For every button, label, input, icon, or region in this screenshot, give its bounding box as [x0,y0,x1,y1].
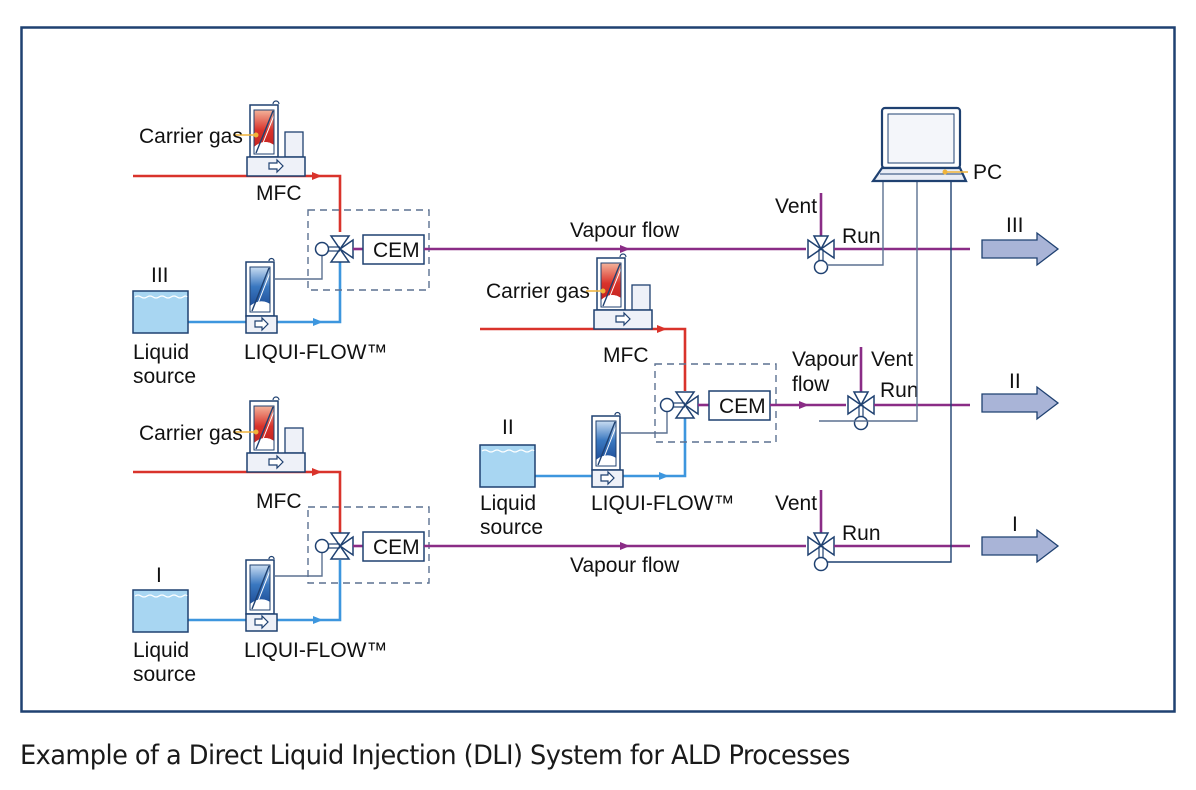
liquid-line [188,560,342,622]
channel-roman-label: III [151,264,169,287]
liquid-line [535,418,687,478]
control-signal-line [275,254,323,280]
vapour-flow-label: flow [792,373,830,396]
liquid-source-label: source [133,663,196,686]
pc: PC [870,106,1002,184]
liquid-tank-icon [132,290,189,334]
carrier-gas-label: Carrier gas [486,280,590,303]
pointer-dot [600,288,606,294]
liqui-flow-icon [245,555,278,632]
channel-iii: Carrier gas MFC III Liquid source LIQUI-… [132,100,1059,388]
vapour-flow-label: Vapour [792,348,858,371]
flow-arrow-icon [313,616,323,624]
flow-arrow-icon [312,172,322,180]
carrier-gas-label: Carrier gas [139,125,243,148]
mfc-label: MFC [603,344,649,367]
cem-box [362,234,425,265]
output-label: III [1006,214,1024,237]
vapour-flow-label: Vapour flow [570,219,680,242]
run-label: Run [842,522,881,545]
cem-box [708,390,771,421]
liquid-source-label: Liquid [133,341,189,364]
liquid-source-label: Liquid [480,492,536,515]
liqui-flow-label: LIQUI-FLOW™ [591,492,735,515]
liqui-flow-icon [245,257,278,334]
cem-label: CEM [373,239,420,262]
cem-enclosure [654,363,777,443]
vent-label: Vent [775,492,817,515]
liquid-source-label: Liquid [133,639,189,662]
diagram-frame [20,26,1176,713]
vent-label: Vent [871,348,913,371]
liqui-flow-icon [591,411,624,488]
liquid-tank-icon [479,444,536,488]
control-signal-line [621,411,668,434]
control-signal-line [275,553,323,577]
output-label: II [1009,370,1021,393]
liquid-source-label: source [133,365,196,388]
liquid-source-label: source [480,516,543,539]
flow-arrow-icon [313,318,323,326]
figure-caption: Example of a Direct Liquid Injection (DL… [20,740,850,771]
channel-i: Carrier gas MFC I Liquid source LIQUI-FL… [132,180,1059,686]
liquid-tank-icon [132,589,189,633]
control-signal-line [819,180,918,422]
flow-arrow-icon [799,401,809,409]
cem-box [362,531,425,562]
liqui-flow-label: LIQUI-FLOW™ [244,639,388,662]
flow-arrow-icon [620,542,630,550]
flow-arrow-icon [657,325,667,333]
flow-arrow-icon [659,472,669,480]
mfc-label: MFC [256,182,302,205]
control-signal-line [827,180,884,266]
carrier-gas-line [316,470,342,533]
flow-arrow-icon [620,245,630,253]
flow-arrow-icon [312,468,322,476]
pointer-dot [253,429,259,435]
pointer-dot [942,169,948,175]
run-label: Run [880,379,919,402]
channel-roman-label: II [502,416,514,439]
carrier-gas-line [316,174,342,232]
control-signal-line [827,180,952,563]
run-label: Run [842,225,881,248]
output-label: I [1012,513,1018,536]
pointer-dot [253,132,259,138]
channel-ii: Carrier gas MFC II Liquid source LIQUI-F… [479,180,1059,539]
pc-label: PC [973,161,1002,184]
mfc-label: MFC [256,490,302,513]
liquid-line [188,260,342,324]
cem-label: CEM [373,536,420,559]
carrier-gas-label: Carrier gas [139,422,243,445]
vapour-flow-label: Vapour flow [570,554,680,577]
liqui-flow-label: LIQUI-FLOW™ [244,341,388,364]
vent-label: Vent [775,195,817,218]
channel-roman-label: I [156,564,162,587]
cem-label: CEM [719,395,766,418]
